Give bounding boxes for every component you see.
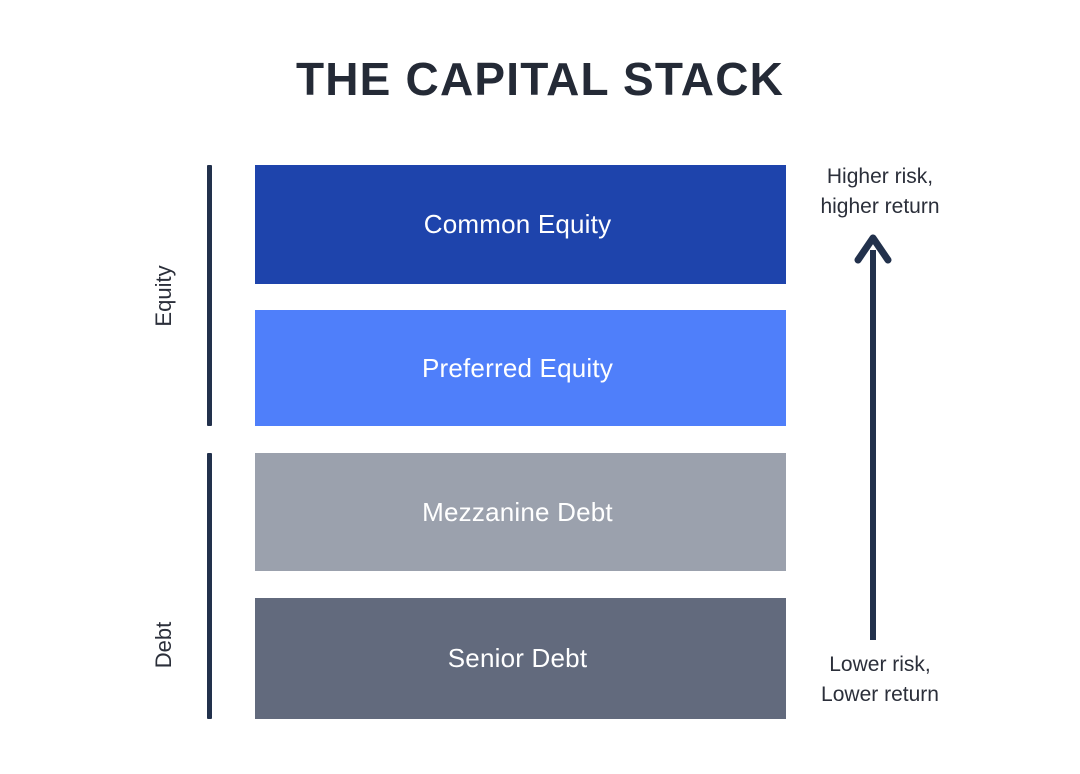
group-label-equity: Equity: [151, 265, 176, 327]
stack-bar-preferred-equity[interactable]: Preferred Equity: [255, 310, 786, 426]
stack-bar-mezzanine-debt[interactable]: Mezzanine Debt: [255, 453, 786, 571]
note-higher-risk-return: Higher risk, higher return: [820, 165, 940, 218]
stack-bar-label-preferred-equity: Preferred Equity: [421, 352, 614, 383]
up-arrow-head: [854, 234, 892, 264]
group-rule-debt: [207, 453, 212, 719]
stack-bar-common-equity[interactable]: Common Equity: [255, 165, 786, 284]
note-lower-risk-return: Lower risk, Lower return: [821, 653, 939, 706]
group-rule-equity: [207, 165, 212, 426]
group-label-debt: Debt: [151, 621, 176, 669]
stack-bar-label-common-equity: Common Equity: [423, 209, 612, 239]
stack-bar-senior-debt[interactable]: Senior Debt: [255, 598, 786, 719]
stack-bar-label-mezzanine-debt: Mezzanine Debt: [422, 496, 613, 527]
page-title: THE CAPITAL STACK: [295, 53, 785, 105]
stack-bar-label-senior-debt: Senior Debt: [447, 643, 588, 673]
up-arrow-icon: [854, 234, 892, 640]
